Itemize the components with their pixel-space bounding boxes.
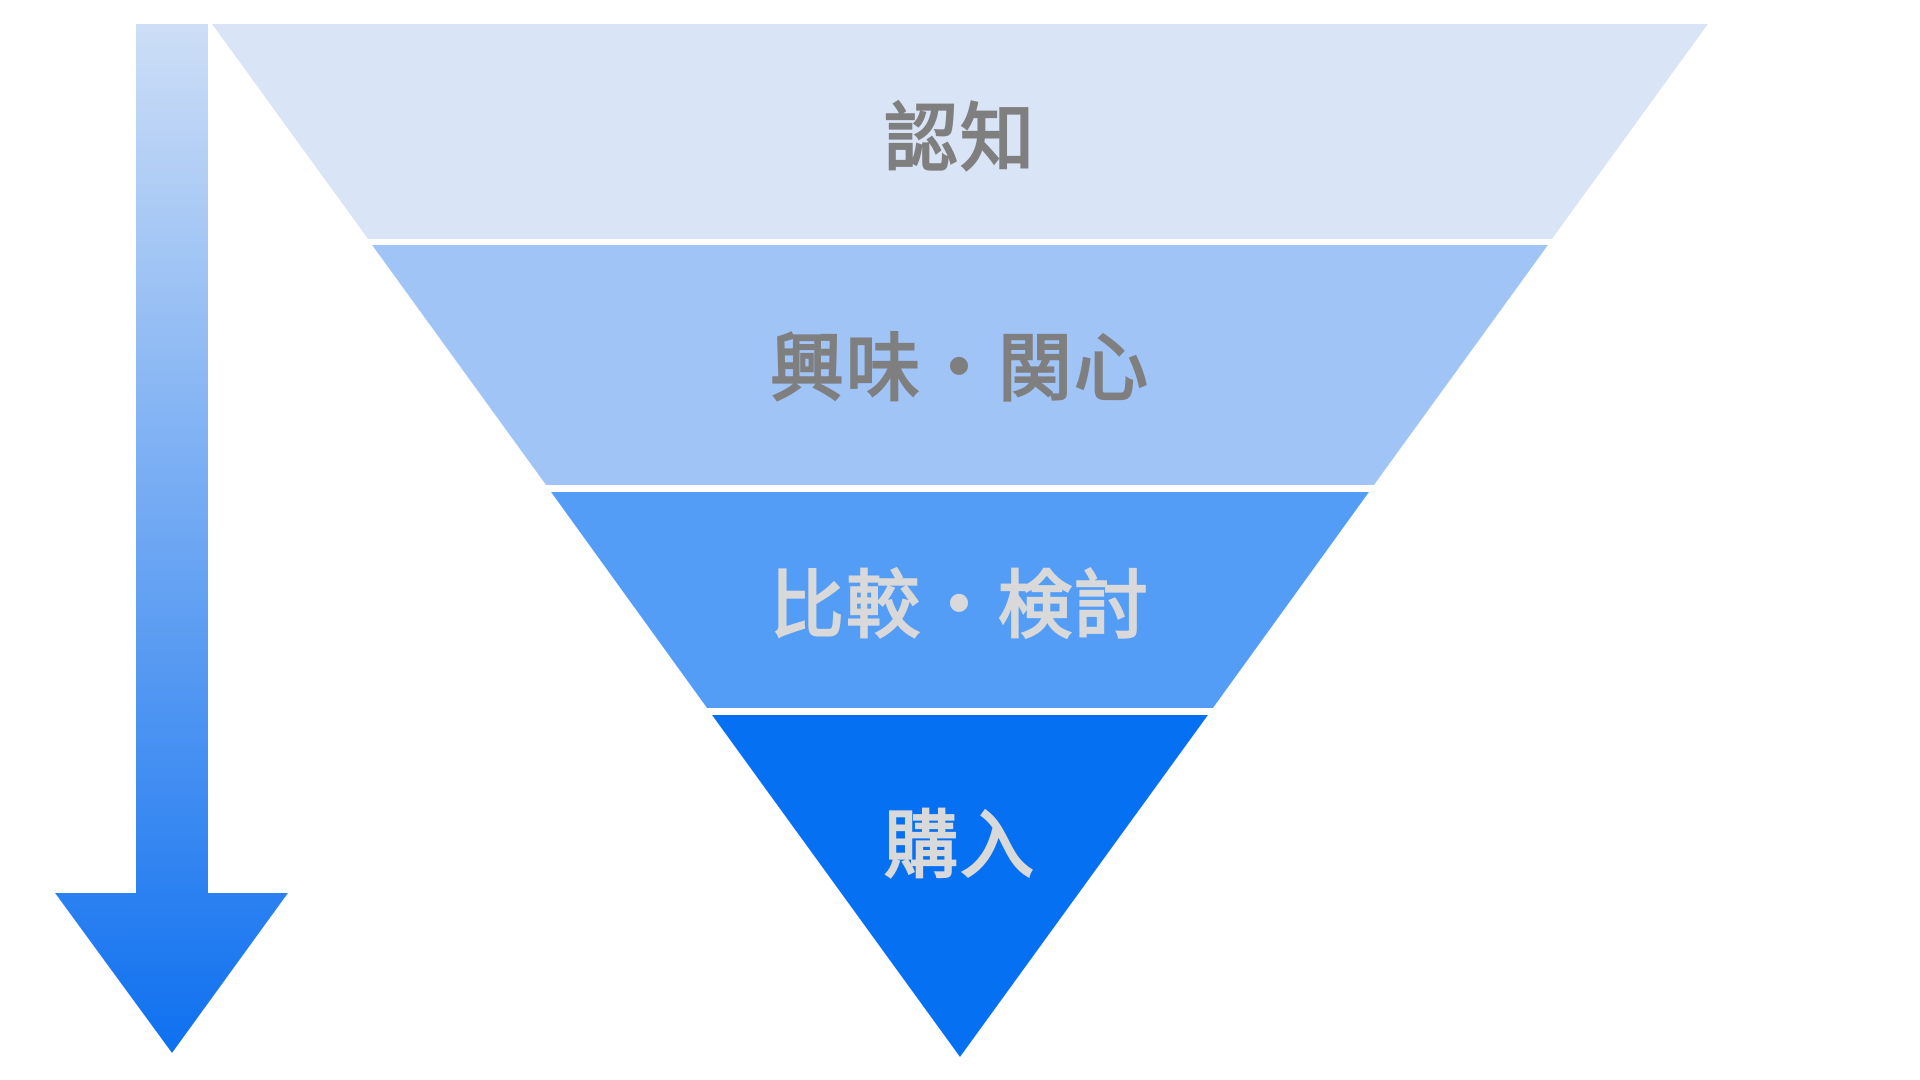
- stage-label-awareness: 認知: [884, 97, 1036, 180]
- stage-label-purchase: 購入: [884, 804, 1036, 887]
- funnel-stage-comparison: [551, 492, 1369, 708]
- down-arrow-icon: [55, 24, 288, 1053]
- funnel-stage-awareness: [212, 24, 1708, 239]
- funnel-stage-purchase: [712, 715, 1208, 1057]
- stage-label-interest: 興味・関心: [770, 327, 1150, 410]
- funnel-stage-interest: [372, 245, 1548, 485]
- stage-label-comparison: 比較・検討: [770, 564, 1150, 647]
